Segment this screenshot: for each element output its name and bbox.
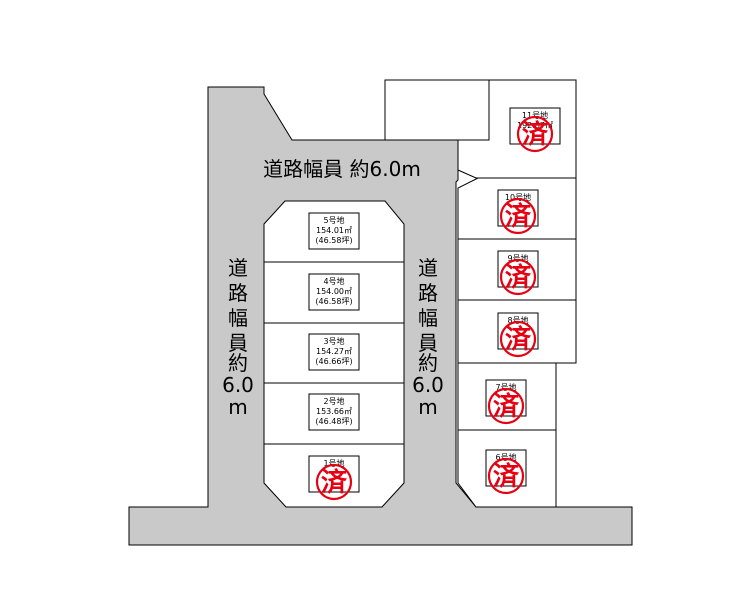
- stamp-text: 済: [505, 324, 532, 355]
- lot-4-area: 154.00㎡: [316, 287, 352, 296]
- lot-6-label: 6号地: [485, 449, 527, 487]
- lot-3-area: 154.27㎡: [316, 347, 352, 356]
- lot-3-label-box: [308, 333, 360, 371]
- right-lots: [384, 79, 577, 508]
- stamp-text: 済: [522, 119, 549, 150]
- svg-text:員: 員: [418, 331, 438, 355]
- lot-8-label: 8号地: [497, 312, 539, 350]
- svg-text:道: 道: [228, 256, 248, 280]
- svg-text:6.0: 6.0: [222, 373, 254, 397]
- lot-9-label-box: [497, 250, 539, 288]
- sold-stamp-lot-10: 済: [499, 197, 537, 235]
- lot-7-name: 7号地: [495, 382, 516, 392]
- lot-11-area: 192.87㎡: [517, 121, 553, 130]
- lot-11-name: 11号地: [522, 110, 548, 120]
- lot-5-area: 154.01㎡: [316, 226, 352, 235]
- svg-text:m: m: [418, 395, 437, 419]
- stamp-circle: [315, 463, 353, 501]
- stamp-circle: [487, 457, 525, 495]
- road-label-right: 道 路 幅 員 約 6.0 m: [412, 256, 444, 419]
- sold-stamp-lot-7: 済: [487, 387, 525, 425]
- stamp-circle: [516, 115, 554, 153]
- lot-2-area: 153.66㎡: [316, 407, 352, 416]
- stamp-circle: [487, 387, 525, 425]
- lot-7-label: 7号地: [485, 379, 527, 417]
- lot-9-name: 9号地: [507, 253, 528, 263]
- lot-6-label-box: [485, 449, 527, 487]
- stamp-circle: [499, 320, 537, 358]
- stamp-text: 済: [493, 391, 520, 422]
- lot-2-tsubo: (46.48坪): [315, 417, 352, 426]
- svg-text:路: 路: [418, 281, 438, 305]
- neighbor-parcel: [384, 79, 490, 141]
- lot-4-tsubo: (46.58坪): [315, 297, 352, 306]
- stamp-text: 済: [321, 467, 348, 498]
- lot-1-name: 1号地: [323, 458, 344, 468]
- svg-text:幅: 幅: [228, 306, 248, 330]
- svg-text:m: m: [228, 395, 247, 419]
- stamp-circle: [499, 258, 537, 296]
- lot-5-label-box: [308, 212, 360, 250]
- sold-stamp-lot-9: 済: [499, 258, 537, 296]
- sold-stamp-lot-8: 済: [499, 320, 537, 358]
- road-label-top: 道路幅員 約6.0m: [263, 157, 421, 181]
- lot-10-label-box: [497, 189, 539, 227]
- lot-10-name: 10号地: [505, 192, 531, 202]
- sold-stamp-lot-6: 済: [487, 457, 525, 495]
- stamp-text: 済: [505, 201, 532, 232]
- stamp-text: 済: [493, 461, 520, 492]
- stamp-text: 済: [505, 262, 532, 293]
- lot-8-name: 8号地: [507, 315, 528, 325]
- lot-7-parcel: [457, 362, 557, 431]
- lot-9-label: 9号地: [497, 250, 539, 288]
- stamp-circle: [499, 197, 537, 235]
- svg-text:道: 道: [418, 256, 438, 280]
- lot-2-label-box: [308, 393, 360, 431]
- lot-3-name: 3号地: [323, 336, 344, 346]
- lot-2-name: 2号地: [323, 396, 344, 406]
- lot-4-name: 4号地: [323, 276, 344, 286]
- road-label-left: 道 路 幅 員 約 6.0 m: [222, 256, 254, 419]
- svg-text:約: 約: [228, 351, 248, 375]
- lot-6-name: 6号地: [495, 452, 516, 462]
- svg-text:路: 路: [228, 281, 248, 305]
- svg-text:幅: 幅: [418, 306, 438, 330]
- lot-3-tsubo: (46.66坪): [315, 357, 352, 366]
- lot-5-name: 5号地: [323, 215, 344, 225]
- sold-stamp-lot-11: 済: [516, 115, 554, 153]
- lot-4-label-box: [308, 273, 360, 311]
- svg-text:6.0: 6.0: [412, 373, 444, 397]
- lot-8-label-box: [497, 312, 539, 350]
- sold-stamp-lot-1: 済: [315, 463, 353, 501]
- svg-text:員: 員: [228, 331, 248, 355]
- svg-text:約: 約: [418, 351, 438, 375]
- lot-10-label: 10号地: [497, 189, 539, 227]
- lot-7-label-box: [485, 379, 527, 417]
- lot-5-tsubo: (46.58坪): [315, 236, 352, 245]
